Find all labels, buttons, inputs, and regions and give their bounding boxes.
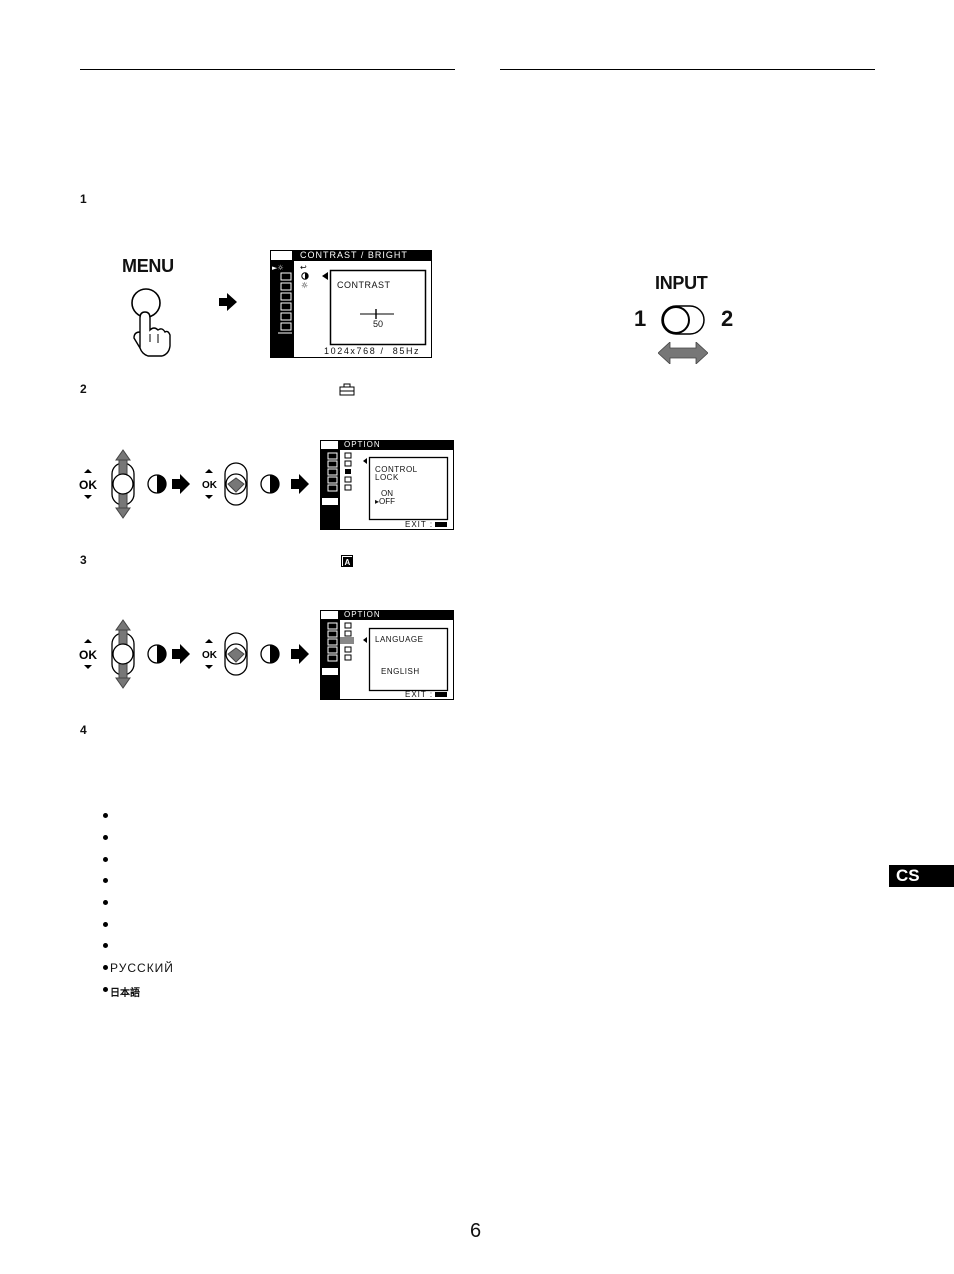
language-bullet-9 [103, 987, 108, 992]
double-arrow-icon [658, 342, 708, 364]
step3-control-diagram: OK OK [79, 619, 309, 689]
language-japanese: 日本語 [110, 988, 140, 999]
language-bullet-3 [103, 857, 108, 862]
arrow-right-icon [219, 293, 237, 311]
step-2-number: 2 [80, 382, 87, 396]
input-position-2: 2 [721, 306, 734, 331]
svg-text:A: A [345, 558, 351, 567]
osd1-value: 50 [373, 319, 384, 329]
right-header-rule [500, 69, 875, 70]
osd3-title: OPTION [344, 610, 381, 619]
osd1-item: CONTRAST [337, 280, 391, 290]
step-1-number: 1 [80, 192, 87, 206]
left-header-rule [80, 69, 455, 70]
osd2-footer: EXIT : [405, 520, 434, 529]
svg-text:OK: OK [202, 650, 218, 661]
svg-text:OK: OK [79, 648, 97, 662]
osd1-footer: 1024x768 / 85Hz [324, 346, 421, 356]
language-bullet-1 [103, 813, 108, 818]
step2-control-diagram: OK OK [79, 449, 309, 519]
svg-text:↩: ↩ [300, 263, 307, 272]
input-label: INPUT [655, 273, 708, 293]
input-position-1: 1 [634, 306, 647, 331]
language-icon: A [341, 555, 353, 567]
menu-button-hand-icon [131, 288, 171, 357]
option-toolbox-icon [339, 383, 355, 396]
language-bullet-6 [103, 922, 108, 927]
svg-text:►☼: ►☼ [272, 264, 284, 272]
osd-contrast-bright-screen: ►☼ ↩ ☼ CONTRAST / BRIGHT CONTRAST 50 102… [270, 250, 432, 358]
language-bullet-7 [103, 943, 108, 948]
menu-label: MENU [122, 256, 174, 276]
osd1-title: CONTRAST / BRIGHT [300, 250, 408, 260]
osd3-item: LANGUAGE [375, 635, 424, 644]
osd2-item-line2: LOCK [375, 473, 399, 482]
page-number: 6 [470, 1220, 482, 1242]
language-bullet-2 [103, 835, 108, 840]
osd2-option-on: ON [381, 489, 393, 498]
language-russian: РУССКИЙ [110, 961, 174, 975]
osd-option-language-screen: OPTION LANGUAGE ENGLISH EXIT : [320, 610, 454, 700]
svg-text:OK: OK [202, 480, 218, 491]
language-bullet-5 [103, 900, 108, 905]
input-switch-icon [661, 305, 705, 335]
step-4-number: 4 [80, 723, 87, 737]
step-3-number: 3 [80, 553, 87, 567]
language-bullet-8 [103, 965, 108, 970]
osd-option-control-lock-screen: OPTION CONTROL LOCK ON ▸OFF EXIT : [320, 440, 454, 530]
osd3-value: ENGLISH [381, 667, 420, 676]
osd3-footer: EXIT : [405, 690, 434, 699]
osd2-option-off-label: OFF [379, 497, 396, 506]
osd2-title: OPTION [344, 440, 381, 449]
svg-text:☼: ☼ [301, 281, 308, 290]
language-bullet-4 [103, 878, 108, 883]
osd2-item-line1: CONTROL [375, 465, 418, 474]
language-tab-cs: CS [889, 865, 954, 887]
osd2-option-off: ▸OFF [375, 497, 396, 506]
ok-label: OK [79, 478, 97, 492]
